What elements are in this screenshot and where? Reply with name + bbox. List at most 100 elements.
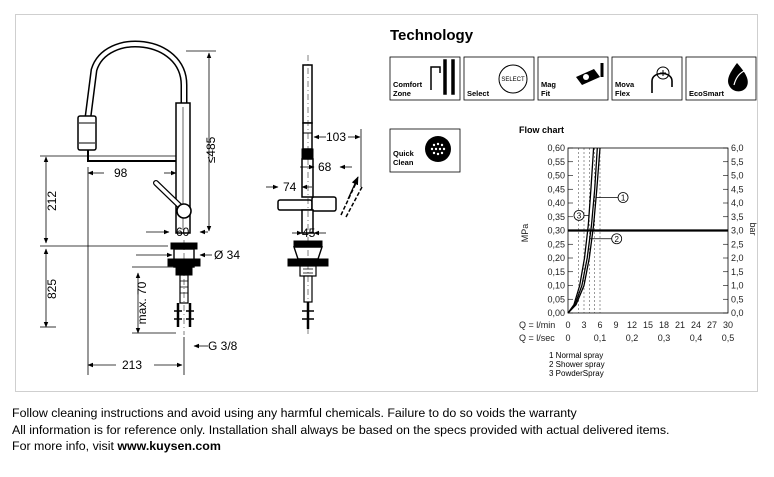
spray-face-icon xyxy=(425,136,451,162)
dim-825: 825 xyxy=(45,279,59,299)
svg-text:Zone: Zone xyxy=(393,89,411,98)
tech-icon-mova-flex: Mova Flex xyxy=(611,56,683,101)
technical-drawing: ≤485 212 825 98 60 Ø 34 max. 70 G 3/8 21… xyxy=(40,27,757,378)
x-tick-label-lmin: 9 xyxy=(613,320,618,330)
callout-marker xyxy=(573,209,585,221)
dim-68: 68 xyxy=(318,160,332,174)
y-tick-label-mpa: 0,25 xyxy=(547,239,565,249)
y-tick-label-mpa: 0,45 xyxy=(547,184,565,194)
y-tick-label-mpa: 0,05 xyxy=(547,294,565,304)
swivel-spout-icon xyxy=(651,66,673,93)
select-button-icon xyxy=(498,64,528,94)
dim-212: 212 xyxy=(45,191,59,211)
series-line-1 xyxy=(567,147,601,314)
tech-icon-mag-fit: Mag Fit xyxy=(537,56,609,101)
chart-ylabel-right: bar xyxy=(748,222,757,235)
dim-45: 45 xyxy=(302,226,316,240)
chart-legend: 1 Normal spray 2 Shower spray 3 PowderSp… xyxy=(549,351,605,378)
callout-label: 2 xyxy=(614,235,619,244)
x-tick-label-lmin: 18 xyxy=(659,320,669,330)
technology-title: Technology xyxy=(390,27,474,44)
callout-label: 3 xyxy=(577,211,582,220)
faucet-front-view xyxy=(77,40,201,335)
y-tick-label-mpa: 0,15 xyxy=(547,267,565,277)
y-tick-label-bar: 0,5 xyxy=(731,294,744,304)
svg-text:Comfort: Comfort xyxy=(393,80,423,89)
x-tick-label-lmin: 30 xyxy=(723,320,733,330)
y-tick-label-bar: 6,0 xyxy=(731,143,744,153)
svg-text:Flex: Flex xyxy=(615,89,631,98)
dim-103: 103 xyxy=(326,130,346,144)
legend-item: 2 Shower spray xyxy=(549,360,605,369)
svg-text:Clean: Clean xyxy=(393,158,414,167)
dimension-labels: ≤485 212 825 98 60 Ø 34 max. 70 G 3/8 21… xyxy=(45,130,346,372)
dim-max-70: max. 70 xyxy=(135,281,149,324)
tech-icon-select: Select SELECT xyxy=(463,56,535,101)
dimension-lines xyxy=(40,50,362,375)
x-tick-label-lmin: 6 xyxy=(597,320,602,330)
tech-icon-quick-clean: Quick Clean xyxy=(389,128,461,173)
y-tick-label-bar: 5,0 xyxy=(731,171,744,181)
y-tick-label-bar: 4,5 xyxy=(731,184,744,194)
footer-line-reference: All information is for reference only. I… xyxy=(12,422,670,437)
callout-label: 1 xyxy=(621,194,626,203)
dim-34: Ø 34 xyxy=(214,248,240,262)
y-tick-label-bar: 2,0 xyxy=(731,253,744,263)
y-tick-label-mpa: 0,20 xyxy=(547,253,565,263)
svg-text:Fit: Fit xyxy=(541,89,551,98)
series-line-2 xyxy=(567,147,598,314)
y-tick-label-mpa: 0,60 xyxy=(547,143,565,153)
callout-marker xyxy=(617,192,629,203)
x-tick-label-lmin: 15 xyxy=(643,320,653,330)
x-tick-label-lsec: 0,3 xyxy=(658,333,671,343)
y-tick-label-bar: 3,0 xyxy=(731,226,744,236)
magnet-icon xyxy=(576,63,604,85)
x-lsec-label: Q = l/sec xyxy=(519,333,555,343)
y-tick-label-mpa: 0,55 xyxy=(547,157,565,167)
footer-line-info: For more info, visit www.kuysen.com xyxy=(12,438,670,455)
x-tick-label-lmin: 12 xyxy=(627,320,637,330)
footer-notes: Follow cleaning instructions and avoid u… xyxy=(12,405,670,455)
footer-line-warranty: Follow cleaning instructions and avoid u… xyxy=(12,406,577,420)
y-tick-label-mpa: 0,30 xyxy=(547,226,565,236)
y-tick-label-bar: 2,5 xyxy=(731,239,744,249)
y-tick-label-mpa: 0,00 xyxy=(547,308,565,318)
y-tick-label-bar: 0,0 xyxy=(731,308,744,318)
x-tick-label-lsec: 0,5 xyxy=(722,333,735,343)
y-tick-label-bar: 3,5 xyxy=(731,212,744,222)
x-tick-label-lmin: 3 xyxy=(581,320,586,330)
svg-text:SELECT: SELECT xyxy=(501,77,525,83)
y-tick-label-mpa: 0,50 xyxy=(547,171,565,181)
x-tick-label-lmin: 27 xyxy=(707,320,717,330)
y-tick-label-bar: 1,0 xyxy=(731,281,744,291)
dim-74: 74 xyxy=(283,180,297,194)
legend-item: 1 Normal spray xyxy=(549,351,603,360)
y-tick-label-mpa: 0,35 xyxy=(547,212,565,222)
leaf-drop-icon xyxy=(728,63,748,92)
chart-ylabel-left: MPa xyxy=(520,224,530,243)
callout-marker xyxy=(611,233,623,245)
svg-text:Select: Select xyxy=(467,89,490,98)
website-link[interactable]: www.kuysen.com xyxy=(117,439,221,453)
chart-title: Flow chart xyxy=(519,125,564,135)
svg-text:EcoSmart: EcoSmart xyxy=(689,89,725,98)
dim-98: 98 xyxy=(114,166,128,180)
x-tick-label-lmin: 0 xyxy=(565,320,570,330)
x-tick-label-lsec: 0 xyxy=(565,333,570,343)
series-line-3 xyxy=(567,147,595,314)
svg-text:Mag: Mag xyxy=(541,80,556,89)
dim-60: 60 xyxy=(176,225,190,239)
svg-text:Quick: Quick xyxy=(393,149,415,158)
svg-text:Mova: Mova xyxy=(615,80,635,89)
faucet-side-view xyxy=(277,55,363,335)
x-tick-label-lmin: 21 xyxy=(675,320,685,330)
spec-sheet-panel: ≤485 212 825 98 60 Ø 34 max. 70 G 3/8 21… xyxy=(15,14,758,392)
dim-213: 213 xyxy=(122,358,142,372)
x-tick-label-lmin: 24 xyxy=(691,320,701,330)
dim-g38: G 3/8 xyxy=(208,339,238,353)
x-tick-label-lsec: 0,1 xyxy=(594,333,607,343)
dim-485: ≤485 xyxy=(204,136,218,163)
y-tick-label-bar: 1,5 xyxy=(731,267,744,277)
x-tick-label-lsec: 0,4 xyxy=(690,333,703,343)
